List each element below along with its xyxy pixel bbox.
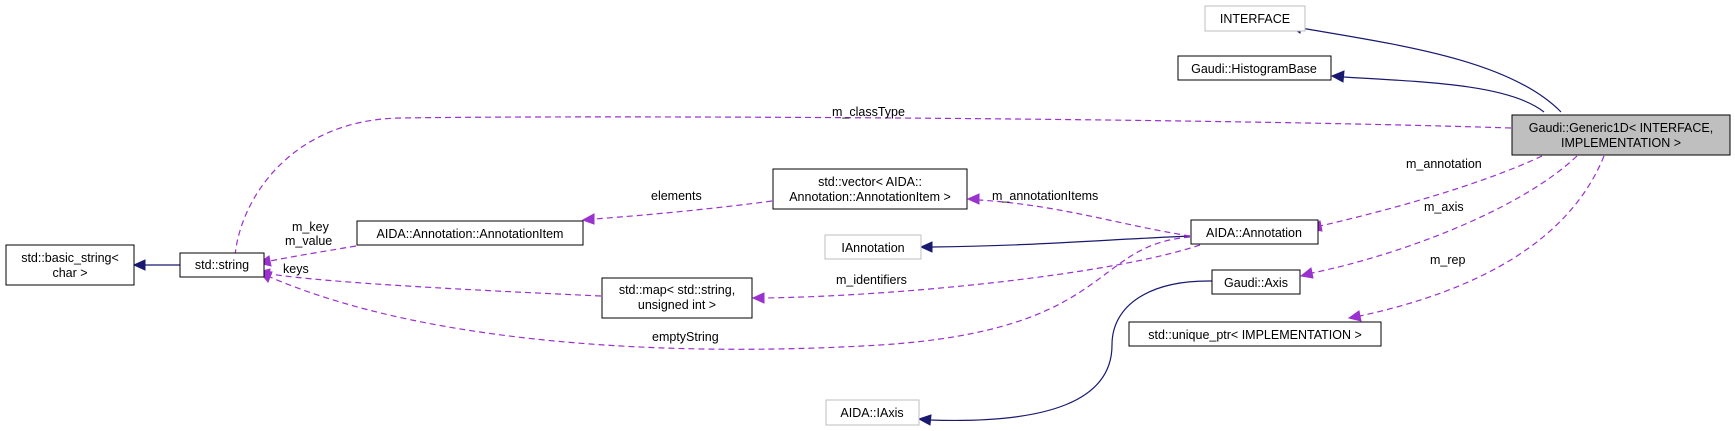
node-histogram-base-label: Gaudi::HistogramBase (1191, 62, 1317, 76)
node-iannotation[interactable]: IAnnotation (824, 234, 922, 260)
label-m-annotationitems: m_annotationItems (992, 189, 1098, 203)
node-std-map-label-line2: unsigned int > (638, 298, 716, 312)
label-m-annotation: m_annotation (1406, 157, 1482, 171)
node-interface-label: INTERFACE (1220, 12, 1290, 26)
node-std-string-label: std::string (195, 258, 249, 272)
edge-annotation-to-iannotation (931, 235, 1191, 248)
edge-emptystring (269, 236, 1191, 350)
edge-key-value (269, 245, 357, 262)
edge-m-rep (1359, 155, 1605, 317)
node-basic-string-label-line2: char > (52, 266, 87, 280)
label-emptystring: emptyString (652, 330, 719, 344)
label-m-classtype: m_classType (832, 105, 905, 119)
node-histogram-base[interactable]: Gaudi::HistogramBase (1177, 55, 1332, 81)
label-keys: keys (283, 262, 309, 276)
edge-m-axis (1311, 155, 1578, 274)
node-annotation-item[interactable]: AIDA::Annotation::AnnotationItem (356, 220, 584, 246)
edge-m-identifiers (763, 244, 1201, 299)
arrow-m-identifiers (751, 292, 765, 304)
node-std-vector-label-line2: Annotation::AnnotationItem > (789, 190, 951, 204)
node-gaudi-axis-label: Gaudi::Axis (1224, 276, 1288, 290)
label-m-value: m_value (285, 234, 332, 248)
node-annotation-item-label: AIDA::Annotation::AnnotationItem (377, 227, 564, 241)
node-gaudi-axis[interactable]: Gaudi::Axis (1211, 269, 1301, 295)
node-unique-ptr-label: std::unique_ptr< IMPLEMENTATION > (1148, 328, 1362, 342)
arrow-string-to-basic-string (132, 259, 146, 271)
arrow-axis-to-iaxis (917, 414, 932, 426)
node-aida-annotation[interactable]: AIDA::Annotation (1190, 219, 1319, 245)
node-generic1d-label-line2: IMPLEMENTATION > (1561, 136, 1681, 150)
node-aida-annotation-label: AIDA::Annotation (1206, 226, 1302, 240)
arrow-m-axis (1299, 267, 1314, 279)
edge-classtype (234, 116, 1512, 257)
label-m-axis: m_axis (1424, 200, 1464, 214)
node-generic1d-label-line1: Gaudi::Generic1D< INTERFACE, (1529, 121, 1713, 135)
node-iannotation-label: IAnnotation (841, 241, 904, 255)
node-std-map[interactable]: std::map< std::string, unsigned int > (601, 277, 753, 319)
node-basic-string[interactable]: std::basic_string< char > (5, 244, 135, 286)
edge-m-annotationitems (978, 199, 1191, 237)
node-aida-iaxis[interactable]: AIDA::IAxis (825, 399, 920, 426)
label-m-key: m_key (292, 220, 330, 234)
edge-keys (269, 273, 602, 297)
edge-generic1d-to-histogrambase (1342, 76, 1545, 113)
node-aida-iaxis-label: AIDA::IAxis (840, 406, 903, 420)
node-std-string[interactable]: std::string (179, 252, 265, 278)
node-std-vector[interactable]: std::vector< AIDA:: Annotation::Annotati… (772, 168, 968, 210)
arrow-elements (581, 213, 595, 225)
arrow-m-rep (1347, 310, 1362, 322)
label-elements: elements (651, 189, 702, 203)
edge-axis-to-iaxis (929, 280, 1213, 422)
node-std-map-label-line1: std::map< std::string, (619, 283, 735, 297)
edge-elements (593, 200, 773, 220)
edge-generic1d-to-interface (1300, 27, 1562, 113)
node-basic-string-label-line1: std::basic_string< (21, 251, 119, 265)
arrow-generic1d-to-histogrambase (1330, 70, 1345, 83)
node-unique-ptr[interactable]: std::unique_ptr< IMPLEMENTATION > (1128, 321, 1382, 347)
node-generic1d[interactable]: Gaudi::Generic1D< INTERFACE, IMPLEMENTAT… (1511, 114, 1731, 156)
arrow-m-annotationitems (966, 193, 980, 205)
arrow-annotation-to-iannotation (919, 241, 933, 253)
edge-m-annotation (1319, 155, 1543, 227)
label-m-identifiers: m_identifiers (836, 273, 907, 287)
node-interface[interactable]: INTERFACE (1204, 5, 1306, 32)
node-std-vector-label-line1: std::vector< AIDA:: (818, 175, 922, 189)
label-m-rep: m_rep (1430, 253, 1465, 267)
